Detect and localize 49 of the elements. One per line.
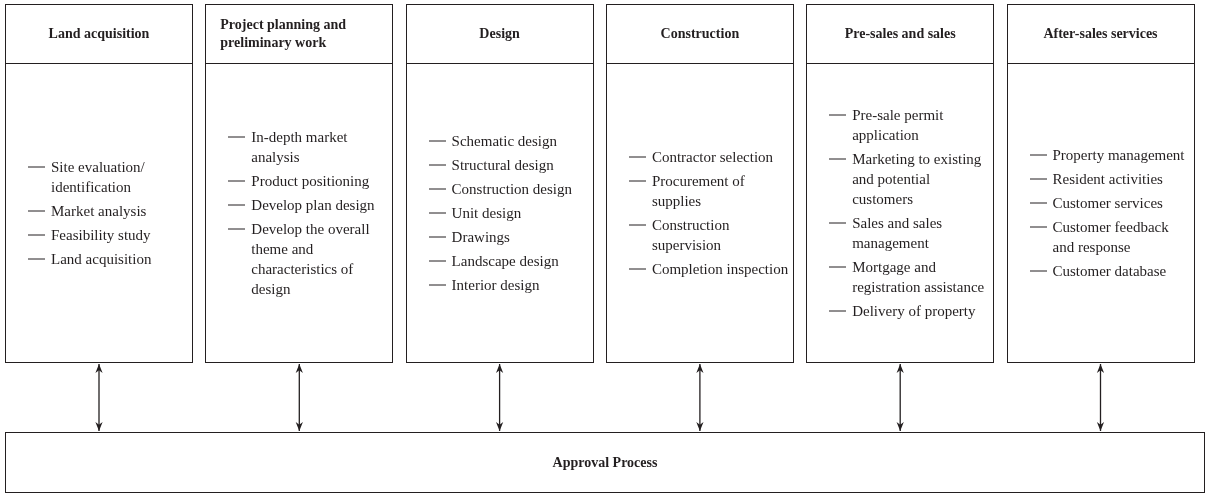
- column-heading: Construction: [606, 5, 793, 64]
- list-item: Completion inspection: [651, 260, 789, 279]
- double-arrow: [95, 363, 103, 432]
- stage-column: [205, 4, 394, 363]
- band-label: Approval Process: [552, 454, 658, 471]
- list-item: Site evaluation/ identification: [51, 158, 146, 197]
- list-item: Resident activities: [1052, 170, 1163, 189]
- double-arrow: [696, 363, 704, 432]
- double-arrow: [1096, 363, 1105, 432]
- list-item: Contractor selection: [651, 148, 774, 167]
- list-item: Customer database: [1052, 262, 1167, 281]
- list-item: Delivery of property: [852, 302, 976, 321]
- stage-column: [605, 4, 794, 363]
- column-heading: Pre-sales and sales: [807, 5, 994, 64]
- list-item: Structural design: [451, 156, 554, 175]
- list-item: Develop the overall theme and characteristics of design: [251, 220, 371, 299]
- column-heading: Project planning and preliminary work: [206, 5, 393, 64]
- list-item: Construction supervision: [651, 216, 731, 255]
- list-item: Pre-sale permit application: [852, 106, 945, 145]
- list-item: Construction design: [451, 180, 572, 199]
- list-item: Procurement of supplies: [651, 172, 746, 211]
- list-item: Interior design: [451, 276, 540, 295]
- list-item: Unit design: [451, 204, 522, 223]
- list-item: Schematic design: [451, 132, 557, 151]
- column-heading: Land acquisition: [6, 5, 192, 64]
- double-arrow: [496, 363, 504, 432]
- double-arrow: [295, 363, 303, 432]
- double-arrow: [896, 363, 904, 432]
- list-item: Sales and sales management: [852, 214, 944, 253]
- list-item: Landscape design: [451, 252, 559, 271]
- list-item: Customer services: [1052, 194, 1163, 213]
- approval-band: [5, 432, 1205, 493]
- list-item: Market analysis: [51, 202, 147, 221]
- list-item: Product positioning: [251, 172, 370, 191]
- stage-column: [806, 4, 995, 363]
- list-item: Feasibility study: [51, 226, 151, 245]
- list-item: Develop plan design: [251, 196, 375, 215]
- column-heading: Design: [406, 5, 593, 64]
- stage-column: [1006, 4, 1195, 363]
- list-item: In-depth market analysis: [251, 128, 349, 167]
- stage-column: [5, 4, 193, 363]
- stage-column: [405, 4, 594, 363]
- list-item: Drawings: [451, 228, 510, 247]
- list-item: Customer feedback and response: [1052, 218, 1170, 257]
- list-item: Marketing to existing and potential customers: [852, 150, 983, 209]
- list-item: Land acquisition: [51, 250, 152, 269]
- list-item: Mortgage and registration assistance: [852, 258, 986, 297]
- list-item: Property management: [1052, 146, 1185, 165]
- column-heading: After-sales services: [1007, 5, 1194, 64]
